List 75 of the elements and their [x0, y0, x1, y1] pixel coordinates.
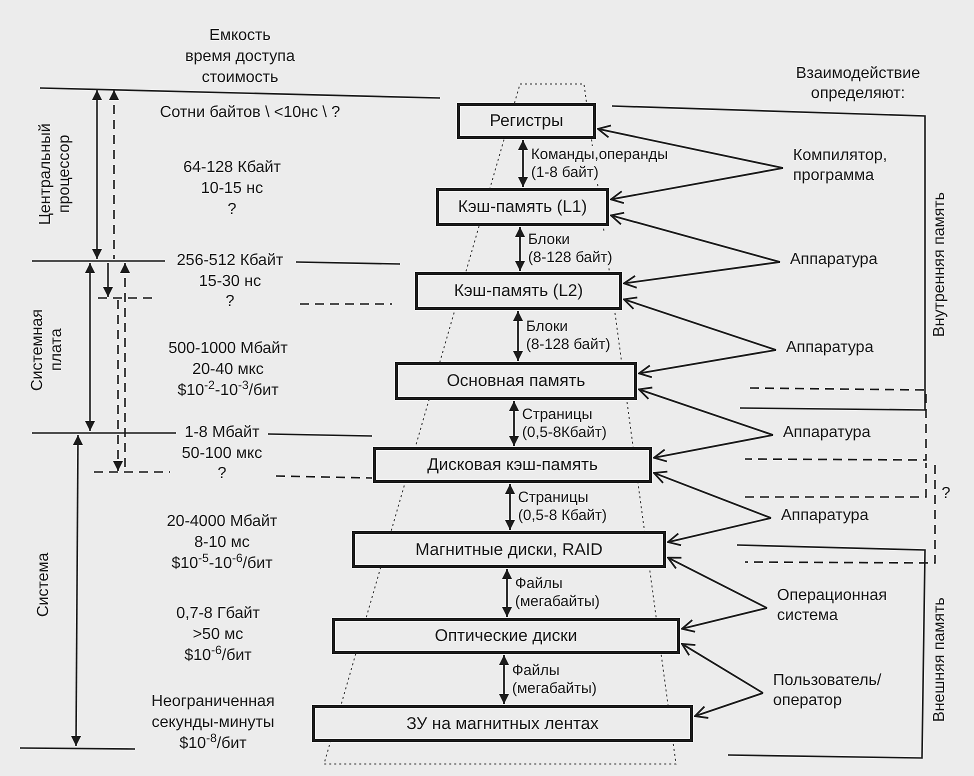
edge-label: Блоки (8-128 байт): [528, 231, 612, 267]
level-parameter-label: 50-100 мкс: [182, 444, 262, 463]
agent-label: Операционная система: [777, 586, 922, 630]
double-arrow: [515, 227, 525, 271]
level-parameter-label: 0,7-8 Гбайт: [176, 604, 260, 623]
level-parameter-label: 8-10 мс: [194, 533, 250, 552]
level-parameter-label: 64-128 Кбайт: [183, 158, 281, 177]
level-parameter-label: $10$^{-5}$-10$^{-6}$/бит: [171, 554, 273, 573]
level-parameter-label: ?: [942, 484, 950, 503]
level-parameter-label: 20-40 мкс: [192, 360, 264, 379]
arrow: [653, 470, 772, 519]
level-parameter-label: 15-30 нс: [198, 272, 262, 291]
double-arrow: [505, 484, 515, 530]
double-arrow: [518, 140, 528, 187]
level-parameter-label: >50 мс: [192, 625, 244, 644]
memory-level-box: Основная память: [395, 362, 637, 400]
agent-label: Компилятор, программа: [793, 146, 923, 190]
level-parameter-label: Неограниченная: [151, 692, 275, 711]
level-parameter-label: $10$^{-6}$/бит: [184, 646, 252, 665]
vertical-label: Внешняя память: [930, 596, 949, 724]
level-parameter-label: 256-512 Кбайт: [176, 251, 284, 270]
level-parameter-label: секунды-минуты: [152, 713, 274, 732]
level-parameter-label: ?: [218, 464, 226, 483]
arrow: [638, 349, 776, 378]
arrow: [638, 386, 774, 436]
double-arrow: [513, 311, 523, 361]
memory-level-box: ЗУ на магнитных лентах: [312, 705, 693, 742]
arrow: [667, 517, 772, 546]
vertical-label: Система: [34, 552, 53, 620]
memory-level-box: Кэш-память (L1): [436, 188, 609, 226]
vertical-label: Системная плата: [28, 308, 66, 393]
level-parameter-label: Сотни байтов \ <10нс \ ?: [160, 103, 340, 122]
level-parameter-label: 20-4000 Мбайт: [166, 512, 278, 531]
level-parameter-label: Емкость: [209, 26, 271, 45]
edge-label: Файлы (мегабайты): [512, 662, 597, 698]
level-parameter-label: $10$^{-8}$/бит: [179, 734, 247, 753]
level-parameter-label: стоимость: [202, 68, 278, 87]
agent-label: Аппаратура: [790, 250, 905, 274]
level-parameter-label: время доступа: [185, 47, 295, 66]
edge-label: Блоки (8-128 байт): [526, 318, 610, 354]
memory-level-box: Дисковая кэш-память: [373, 447, 652, 483]
level-parameter-label: 10-15 нс: [200, 179, 264, 198]
edge-label: Страницы (0,5-8 Кбайт): [518, 489, 607, 525]
edge-label: Файлы (мегабайты): [515, 575, 600, 611]
double-arrow: [509, 401, 519, 446]
memory-level-box: Оптические диски: [332, 618, 680, 654]
level-parameter-label: ?: [228, 200, 236, 219]
arrow: [623, 296, 776, 351]
arrow: [681, 643, 764, 694]
arrow: [623, 261, 780, 289]
level-parameter-label: 1-8 Мбайт: [184, 423, 260, 442]
vertical-label: Центральный процессор: [36, 122, 74, 227]
arrow: [610, 167, 784, 204]
memory-level-box: Регистры: [457, 103, 596, 139]
arrow: [694, 692, 764, 719]
vertical-label: Внутренняя память: [930, 192, 949, 340]
double-arrow: [499, 655, 509, 704]
agent-label: Пользователь/ оператор: [773, 671, 918, 715]
agent-label: Аппаратура: [783, 423, 898, 447]
heading-label: Взаимодействие определяют:: [794, 64, 922, 104]
double-arrow: [502, 569, 512, 617]
agent-label: Аппаратура: [781, 506, 896, 530]
arrow: [653, 434, 774, 462]
arrow: [681, 607, 768, 633]
edge-label: Страницы (0,5-8Кбайт): [522, 406, 607, 442]
arrow: [667, 556, 768, 609]
memory-level-box: Кэш-память (L2): [415, 272, 622, 310]
edge-label: Команды,операнды (1-8 байт): [531, 146, 668, 182]
agent-label: Аппаратура: [786, 338, 901, 362]
level-parameter-label: 500-1000 Мбайт: [168, 339, 288, 358]
arrow: [610, 212, 780, 263]
level-parameter-label: $10$^{-2}$-10$^{-3}$/бит: [177, 381, 279, 400]
memory-level-box: Магнитные диски, RAID: [352, 531, 666, 568]
arrow: [597, 124, 784, 169]
level-parameter-label: ?: [226, 292, 234, 311]
